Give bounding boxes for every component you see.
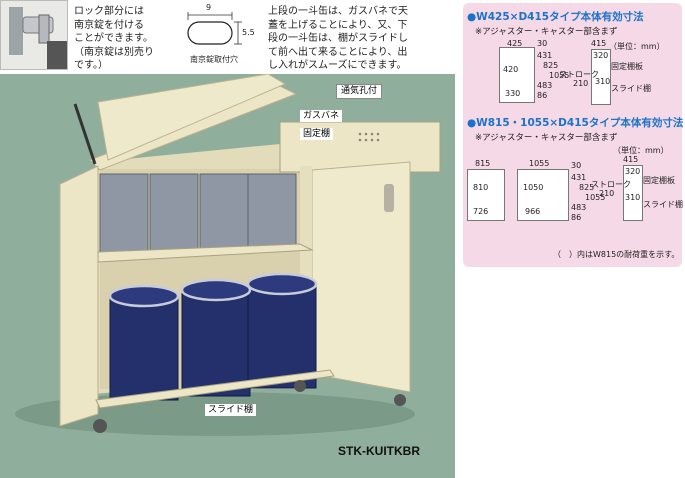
section2-side-diagram [623,165,643,221]
slide-shelf-label: スライド棚 [205,404,257,416]
section1-unit: （単位：mm） [609,42,665,51]
section1-heading: ●W425×D415タイプ本体有効寸法 [467,11,644,23]
section2-unit: （単位：mm） [613,146,669,155]
section2-front-large [517,169,569,221]
section1-front-diagram [499,47,535,103]
lock-photo [0,0,68,70]
section2-heading: ●W815・1055×D415タイプ本体有効寸法 [467,117,684,129]
vent-label: 通気孔付 [336,84,383,99]
lock-hardware-icon [9,7,67,69]
hole-height: 5.5 [242,28,255,37]
padlock-hole-diagram: 9 5.5 南京錠取付穴 [180,2,258,70]
spec-footnote: （ ）内はW815の耐荷重を示す。 [553,250,680,259]
cabinet-illustration [15,74,441,436]
section1-side-diagram [591,49,611,105]
product-photo: 通気孔付 ガスバネ 固定棚 スライド棚 STK-KUITKBR [0,74,455,478]
lock-note: ロック部分には 南京錠を付ける ことができます。 （南京錠は別売り です。） [74,6,154,71]
section2-front-small [467,169,505,221]
section2-sub: ※アジャスター・キャスター部含まず [475,133,618,143]
model-number: STK-KUITKBR [338,444,420,458]
hole-width: 9 [206,3,212,12]
fixed-shelf-label: 固定棚 [300,128,334,140]
upper-note: 上段の一斗缶は、ガスバネで天 蓋を上げることにより、又、下 段の一斗缶は、棚がス… [268,6,408,71]
section1-sub: ※アジャスター・キャスター部含まず [475,27,618,37]
spec-panel: ●W425×D415タイプ本体有効寸法 ※アジャスター・キャスター部含まず （単… [463,3,684,267]
gas-spring-label: ガスバネ [300,110,343,122]
hole-caption: 南京錠取付穴 [190,55,238,64]
